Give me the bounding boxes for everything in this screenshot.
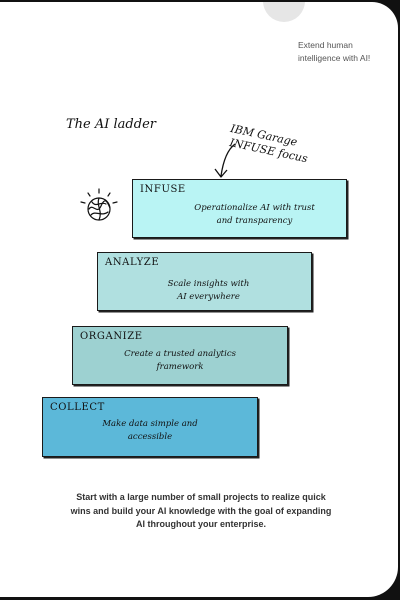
- step-collect-name: COLLECT: [50, 402, 105, 413]
- page-notch: [263, 2, 305, 22]
- step-infuse-desc-line-1: Operationalize AI with trust: [194, 203, 315, 213]
- step-analyze: ANALYZE Scale insights with AI everywher…: [97, 252, 312, 311]
- step-infuse-desc: Operationalize AI with trust and transpa…: [133, 202, 346, 228]
- step-collect-desc: Make data simple and accessible: [43, 418, 257, 444]
- step-infuse: INFUSE Operationalize AI with trust and …: [132, 179, 347, 238]
- step-organize-desc-line-2: framework: [156, 362, 204, 372]
- ladder-title: The AI ladder: [66, 117, 156, 132]
- step-organize-desc: Create a trusted analytics framework: [73, 348, 287, 374]
- step-analyze-desc-line-2: AI everywhere: [177, 292, 240, 302]
- step-analyze-name: ANALYZE: [105, 257, 160, 268]
- step-infuse-name: INFUSE: [140, 184, 186, 195]
- step-organize-name: ORGANIZE: [80, 331, 143, 342]
- tagline: Extend human intelligence with AI!: [298, 40, 371, 63]
- step-collect-desc-line-2: accessible: [127, 432, 173, 442]
- step-organize: ORGANIZE Create a trusted analytics fram…: [72, 326, 288, 385]
- step-collect: COLLECT Make data simple and accessible: [42, 397, 258, 457]
- arrow-down-icon: [214, 143, 236, 178]
- step-collect-desc-line-1: Make data simple and: [102, 419, 198, 429]
- step-infuse-desc-line-2: and transparency: [216, 216, 293, 226]
- footer-text: Start with a large number of small proje…: [70, 492, 332, 529]
- step-organize-desc-line-1: Create a trusted analytics: [124, 349, 236, 359]
- brain-icon: [80, 188, 118, 221]
- step-analyze-desc-line-1: Scale insights with: [167, 279, 250, 289]
- step-analyze-desc: Scale insights with AI everywhere: [98, 278, 311, 304]
